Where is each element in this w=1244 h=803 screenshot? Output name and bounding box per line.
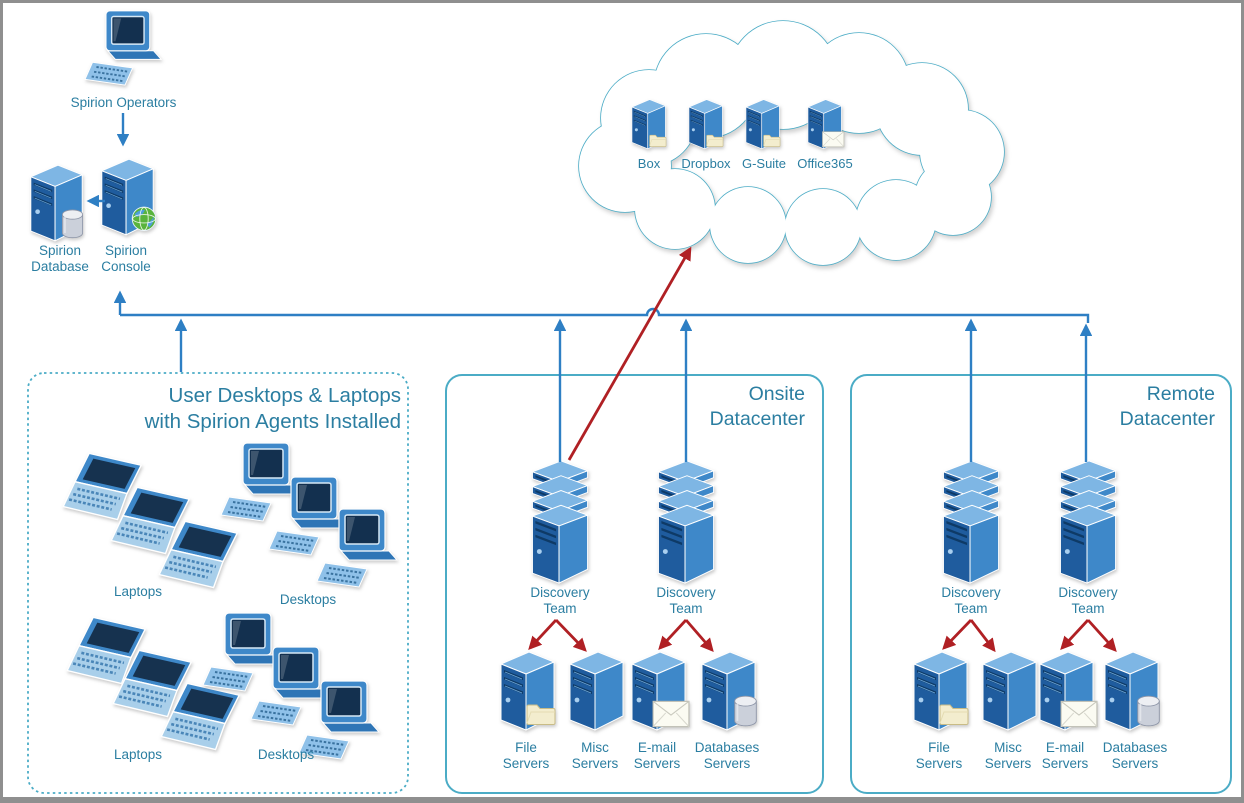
email-server-icon — [626, 648, 690, 732]
spirion-database-server-icon — [25, 161, 84, 243]
database-icon — [61, 209, 84, 239]
desktop-icon — [313, 505, 405, 589]
envelope-icon — [1060, 700, 1098, 728]
misc-server-icon — [564, 648, 630, 732]
spirion-database-label: Spirion Database — [31, 243, 89, 275]
discovery-team-label: Discovery Team — [1058, 585, 1118, 617]
discovery-team-label: Discovery Team — [656, 585, 716, 617]
arrow-team-to-email-servers — [658, 619, 688, 650]
laptops-group-label: Laptops — [113, 584, 163, 599]
spirion-console-server-icon — [96, 155, 157, 237]
gsuite-server-icon — [742, 97, 781, 150]
discovery-team-label: Discovery Team — [530, 585, 590, 617]
arrow-team-to-databases-servers — [1086, 619, 1117, 652]
box-server-icon — [628, 97, 667, 150]
arrow-team-to-misc-servers — [554, 619, 587, 652]
databases-server-icon — [1099, 648, 1161, 732]
file-server-icon — [495, 648, 556, 732]
desktops-group-label: Desktops — [257, 747, 315, 762]
trunk-line — [120, 307, 1090, 323]
envelope-icon — [822, 131, 845, 148]
databases-servers-label: Databases Servers — [1102, 740, 1168, 772]
email-server-icon — [1034, 648, 1098, 732]
dropbox-server-icon — [685, 97, 724, 150]
arrow-team-to-databases-servers — [684, 619, 714, 653]
endpoints-title: User Desktops & Laptops with Spirion Age… — [144, 384, 401, 434]
onsite-datacenter-title: Onsite Datacenter — [709, 383, 805, 431]
desktops-group-label: Desktops — [279, 592, 337, 607]
spirion-operators-label: Spirion Operators — [70, 95, 177, 110]
remote-datacenter-title: Remote Datacenter — [1119, 383, 1215, 431]
databases-server-icon — [696, 648, 758, 732]
file-server-icon — [908, 648, 969, 732]
laptops-group-label: Laptops — [113, 747, 163, 762]
arrow-team-to-misc-servers — [969, 619, 996, 653]
discovery-server-stack-icon — [1054, 458, 1124, 586]
arrow-team-to-file-servers — [528, 619, 558, 650]
arrow-team-to-file-servers — [942, 619, 973, 650]
envelope-icon — [652, 700, 690, 728]
discovery-server-stack-icon — [652, 458, 722, 586]
discovery-team-label: Discovery Team — [941, 585, 1001, 617]
cloud-service-label-office365: Office365 — [797, 156, 853, 171]
database-icon — [1136, 695, 1161, 727]
office365-server-icon — [804, 97, 845, 150]
cloud-service-label-gsuite: G-Suite — [741, 156, 787, 171]
database-icon — [733, 695, 758, 727]
operators-desktop-icon — [81, 7, 169, 87]
spirion-console-label: Spirion Console — [101, 243, 151, 275]
arrow-team-to-email-servers — [1060, 619, 1090, 650]
databases-servers-label: Databases Servers — [694, 740, 760, 772]
discovery-server-stack-icon — [937, 458, 1007, 586]
discovery-server-stack-icon — [526, 458, 596, 586]
globe-icon — [131, 206, 157, 232]
